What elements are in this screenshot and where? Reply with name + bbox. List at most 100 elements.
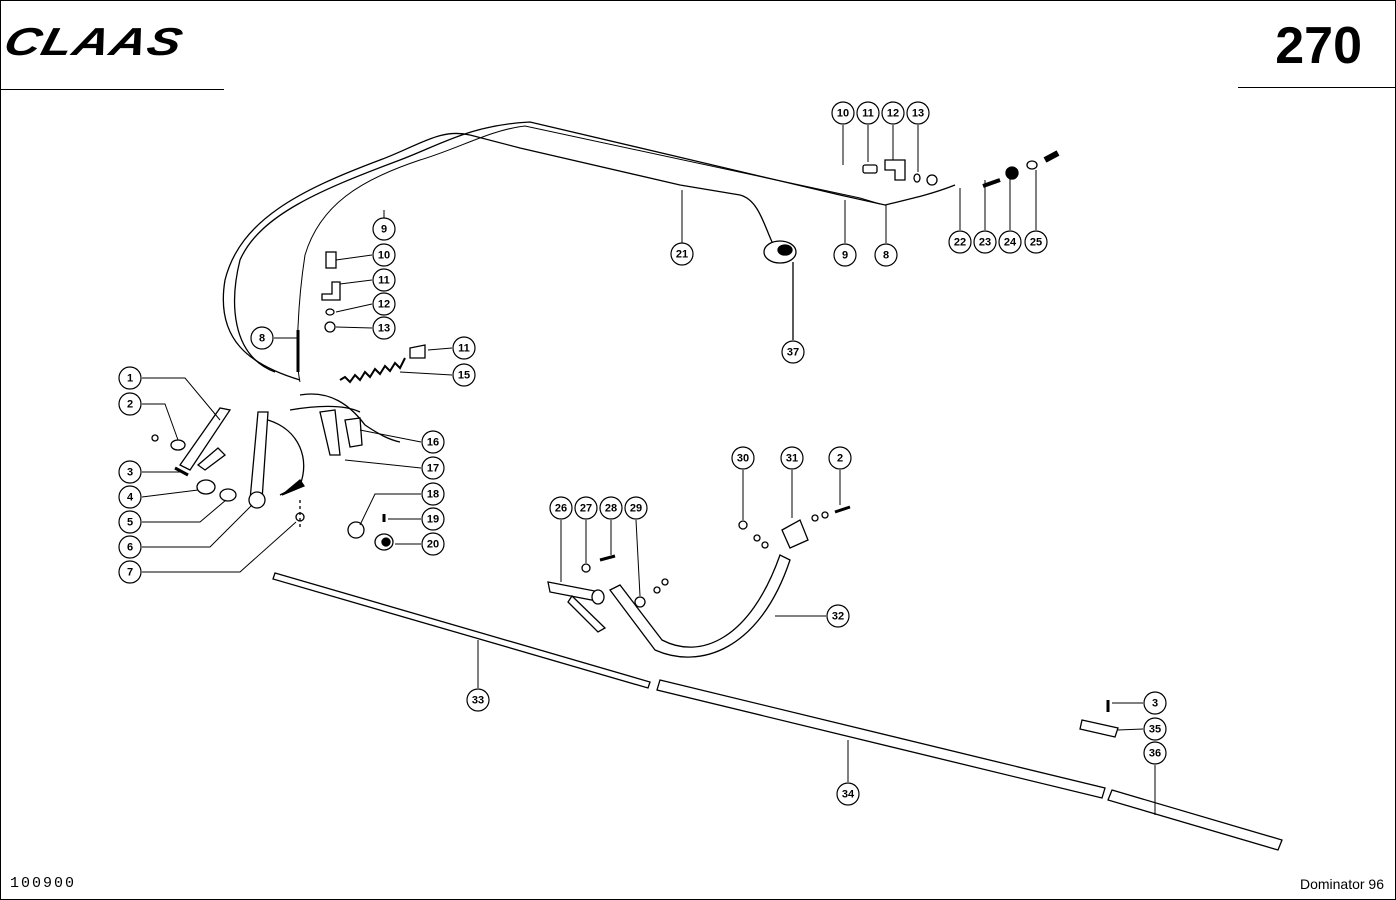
callout-circle [421, 482, 445, 506]
callout-label: 27 [580, 503, 592, 515]
callout-3: 3 [1143, 691, 1167, 715]
callout-label: 37 [787, 347, 799, 359]
callout-33: 33 [466, 688, 490, 712]
callout-label: 13 [912, 108, 924, 120]
callout-30: 30 [731, 446, 755, 470]
callout-label: 3 [127, 467, 133, 479]
callout-9: 9 [372, 217, 396, 241]
callout-label: 20 [427, 539, 439, 551]
callout-circle [452, 336, 476, 360]
callout-circle [781, 340, 805, 364]
callout-25: 25 [1024, 230, 1048, 254]
callout-label: 3 [1152, 698, 1158, 710]
callout-label: 10 [837, 108, 849, 120]
callout-label: 5 [127, 517, 133, 529]
callout-35: 35 [1143, 717, 1167, 741]
callout-circle [826, 604, 850, 628]
callout-label: 11 [862, 108, 874, 120]
callout-circle [421, 532, 445, 556]
callout-18: 18 [421, 482, 445, 506]
callout-circle [574, 496, 598, 520]
callout-circle [1143, 717, 1167, 741]
callout-2: 2 [828, 446, 852, 470]
callout-34: 34 [836, 782, 860, 806]
callout-label: 7 [127, 567, 133, 579]
callout-circle [948, 230, 972, 254]
callout-8: 8 [874, 243, 898, 267]
callout-37: 37 [781, 340, 805, 364]
callout-circle [118, 510, 142, 534]
callout-circle [831, 101, 855, 125]
callout-circle [1143, 741, 1167, 765]
callout-circle [828, 446, 852, 470]
callout-circle [421, 430, 445, 454]
document-code: 100900 [10, 875, 77, 892]
callout-9: 9 [833, 243, 857, 267]
callout-26: 26 [549, 496, 573, 520]
callout-19: 19 [421, 507, 445, 531]
callout-label: 10 [378, 250, 390, 262]
lever-assembly [151, 407, 305, 530]
callout-label: 32 [832, 611, 844, 623]
callout-label: 4 [127, 492, 134, 504]
callout-label: 22 [954, 237, 966, 249]
callout-23: 23 [973, 230, 997, 254]
callout-label: 8 [259, 333, 265, 345]
machine-model: Dominator 96 [1299, 876, 1384, 892]
upper-right-hardware [862, 150, 1060, 188]
callout-circle [780, 446, 804, 470]
callout-circle [452, 363, 476, 387]
callout-label: 24 [1004, 237, 1017, 249]
callout-10: 10 [372, 243, 396, 267]
callout-label: 13 [378, 323, 390, 335]
leader-lines [141, 125, 1156, 815]
callout-label: 9 [381, 224, 387, 236]
callout-circle [118, 366, 142, 390]
callout-label: 12 [378, 299, 390, 311]
callout-29: 29 [624, 496, 648, 520]
callout-4: 4 [118, 485, 142, 509]
callout-label: 19 [427, 514, 439, 526]
callout-label: 11 [378, 275, 390, 287]
callout-circle [118, 392, 142, 416]
callout-label: 15 [458, 370, 470, 382]
callout-3: 3 [118, 460, 142, 484]
callout-1: 1 [118, 366, 142, 390]
callout-31: 31 [780, 446, 804, 470]
callout-20: 20 [421, 532, 445, 556]
callout-label: 28 [605, 503, 617, 515]
callout-circle [856, 101, 880, 125]
callout-circle [372, 243, 396, 267]
callout-label: 12 [887, 108, 899, 120]
callout-circle [118, 485, 142, 509]
callout-label: 33 [472, 695, 484, 707]
callout-label: 34 [842, 789, 855, 801]
page-number-rule [1238, 87, 1396, 88]
callout-11: 11 [452, 336, 476, 360]
callout-7: 7 [118, 560, 142, 584]
callout-label: 2 [837, 453, 843, 465]
callout-circle [466, 688, 490, 712]
callout-28: 28 [599, 496, 623, 520]
callout-circle [599, 496, 623, 520]
callout-16: 16 [421, 430, 445, 454]
callout-label: 26 [555, 503, 567, 515]
callout-24: 24 [998, 230, 1022, 254]
callout-22: 22 [948, 230, 972, 254]
callout-label: 11 [458, 343, 470, 355]
callout-17: 17 [421, 456, 445, 480]
callout-circle [372, 217, 396, 241]
shafts [272, 572, 1283, 851]
callout-circle [881, 101, 905, 125]
callout-circle [973, 230, 997, 254]
logo-rule [0, 89, 224, 90]
callout-12: 12 [372, 292, 396, 316]
callout-15: 15 [452, 363, 476, 387]
callout-label: 31 [786, 453, 798, 465]
left-hardware [321, 251, 426, 384]
callout-circle [118, 535, 142, 559]
strap-32 [609, 505, 851, 658]
callout-circle [421, 456, 445, 480]
callout-circle [1143, 691, 1167, 715]
